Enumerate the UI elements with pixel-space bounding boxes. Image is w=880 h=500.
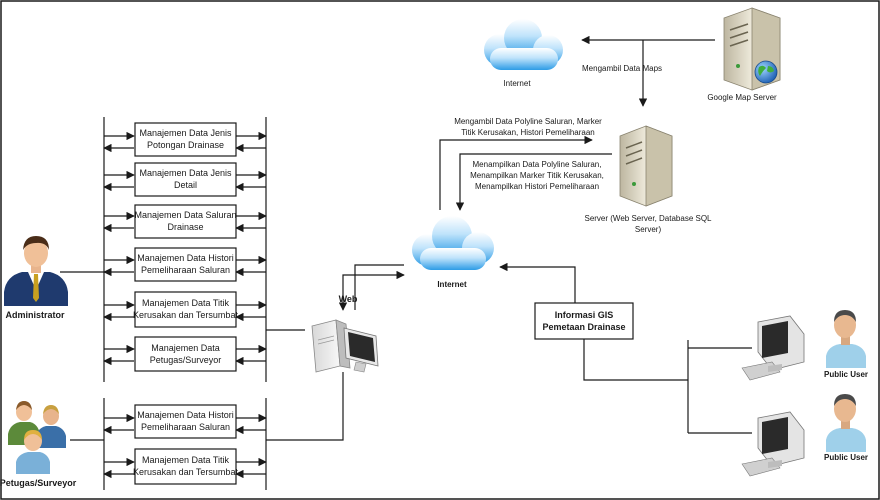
gis-to-internet-arrow <box>499 262 576 303</box>
web-database-server: Server (Web Server, Database SQL Server) <box>584 125 712 234</box>
petugas-module-group: Manajemen Data Histori Pemeliharaan Salu… <box>70 372 344 490</box>
administrator-actor: Administrator <box>4 236 68 320</box>
google-map-server-label: Google Map Server <box>707 93 777 102</box>
admin-module-5-line-2: Kerusakan dan Tersumbat <box>133 310 238 320</box>
gis-box <box>534 302 634 340</box>
petugas-actor: Petugas/Surveyor <box>0 401 77 488</box>
gis-label-line-1: Informasi GIS <box>555 310 614 320</box>
petugas-module-1-box <box>134 404 237 439</box>
admin-module-2: Manajemen Data Jenis Detail <box>103 162 267 197</box>
admin-module-6-box <box>134 336 237 372</box>
monitor-icon <box>741 411 805 477</box>
admin-module-3-line-2: Drainase <box>167 222 203 232</box>
internet-top-label: Internet <box>503 79 531 88</box>
public-user-1: Public User <box>741 310 868 381</box>
admin-module-5-line-1: Manajemen Data Titik <box>142 298 230 308</box>
petugas-module-2-line-2: Kerusakan dan Tersumbat <box>133 467 238 477</box>
admin-module-1: Manajemen Data Jenis Potongan Drainase <box>103 122 267 157</box>
gis-info-box: Informasi GIS Pemetaan Drainase <box>534 302 634 340</box>
admin-module-6-line-2: Petugas/Surveyor <box>150 355 222 365</box>
admin-module-1-line-1: Manajemen Data Jenis <box>139 128 232 138</box>
web-to-internet-line <box>354 264 404 310</box>
person-icon <box>826 394 866 452</box>
admin-module-1-box <box>134 122 237 157</box>
admin-module-2-box <box>134 162 237 197</box>
cloud-icon <box>412 216 494 270</box>
internet-top: Internet <box>484 19 563 88</box>
tampil-polyline-line-1: Menampilkan Data Polyline Saluran, <box>473 160 602 169</box>
petugas-module-2-box <box>134 448 237 485</box>
internet-center-label: Internet <box>437 280 467 289</box>
ambil-polyline-line-2: Titik Kerusakan, Histori Pemeliharaan <box>461 128 595 137</box>
server-icon <box>619 125 673 207</box>
ambil-polyline-line-1: Mengambil Data Polyline Saluran, Marker <box>454 117 602 126</box>
web-to-internet-arrow <box>338 270 405 311</box>
admin-module-3-line-1: Manajemen Data Saluran <box>134 210 236 220</box>
globe-icon <box>754 60 778 84</box>
petugas-module-1-line-2: Pemeliharaan Saluran <box>141 422 230 432</box>
monitor-icon <box>741 315 805 381</box>
petugas-to-workstation-connector <box>266 372 344 441</box>
admin-module-4-box <box>134 247 237 282</box>
admin-module-4: Manajemen Data Histori Pemeliharaan Salu… <box>103 247 267 282</box>
petugas-module-2: Manajemen Data Titik Kerusakan dan Tersu… <box>103 448 267 485</box>
server-label-line-1: Server (Web Server, Database SQL <box>584 214 712 223</box>
tampil-polyline-line-2: Menampilkan Marker Titik Kerusakan, <box>470 171 604 180</box>
person-icon <box>826 310 866 368</box>
admin-module-5: Manajemen Data Titik Kerusakan dan Tersu… <box>103 291 267 328</box>
ambil-maps-label: Mengambil Data Maps <box>582 64 662 73</box>
admin-module-4-line-1: Manajemen Data Histori <box>137 253 234 263</box>
admin-module-1-line-2: Potongan Drainase <box>147 140 224 150</box>
gis-label-line-2: Pemetaan Drainase <box>542 322 625 332</box>
petugas-module-1: Manajemen Data Histori Pemeliharaan Salu… <box>103 404 267 439</box>
admin-module-group: Manajemen Data Jenis Potongan Drainase M… <box>60 117 305 382</box>
public-user-2-label: Public User <box>824 453 868 462</box>
gis-to-users-line <box>583 339 688 381</box>
internet-to-server-arrow <box>439 135 593 210</box>
cloud-icon <box>484 19 563 70</box>
server-label-line-2: Server) <box>635 225 662 234</box>
internet-center: Internet <box>412 216 494 289</box>
petugas-label: Petugas/Surveyor <box>0 478 77 488</box>
person-icon <box>4 236 68 306</box>
petugas-module-2-line-1: Manajemen Data Titik <box>142 455 230 465</box>
public-user-2: Public User <box>741 394 868 477</box>
tampil-polyline-line-3: Menampilkan Histori Pemeliharaan <box>475 182 599 191</box>
admin-module-6: Manajemen Data Petugas/Surveyor <box>103 336 267 372</box>
web-workstation: Web <box>311 294 379 373</box>
admin-module-4-line-2: Pemeliharaan Saluran <box>141 265 230 275</box>
public-user-1-label: Public User <box>824 370 868 379</box>
server-to-internet-arrow <box>455 153 612 211</box>
petugas-module-1-line-1: Manajemen Data Histori <box>137 410 234 420</box>
google-map-server: Google Map Server <box>707 7 781 102</box>
person-icon <box>8 401 66 474</box>
admin-module-2-line-2: Detail <box>174 180 197 190</box>
administrator-label: Administrator <box>5 310 65 320</box>
admin-module-2-line-1: Manajemen Data Jenis <box>139 168 232 178</box>
workstation-icon <box>311 319 379 373</box>
admin-module-3: Manajemen Data Saluran Drainase <box>103 204 267 239</box>
admin-module-3-box <box>134 204 237 239</box>
admin-module-6-line-1: Manajemen Data <box>151 343 220 353</box>
admin-module-5-box <box>134 291 237 328</box>
